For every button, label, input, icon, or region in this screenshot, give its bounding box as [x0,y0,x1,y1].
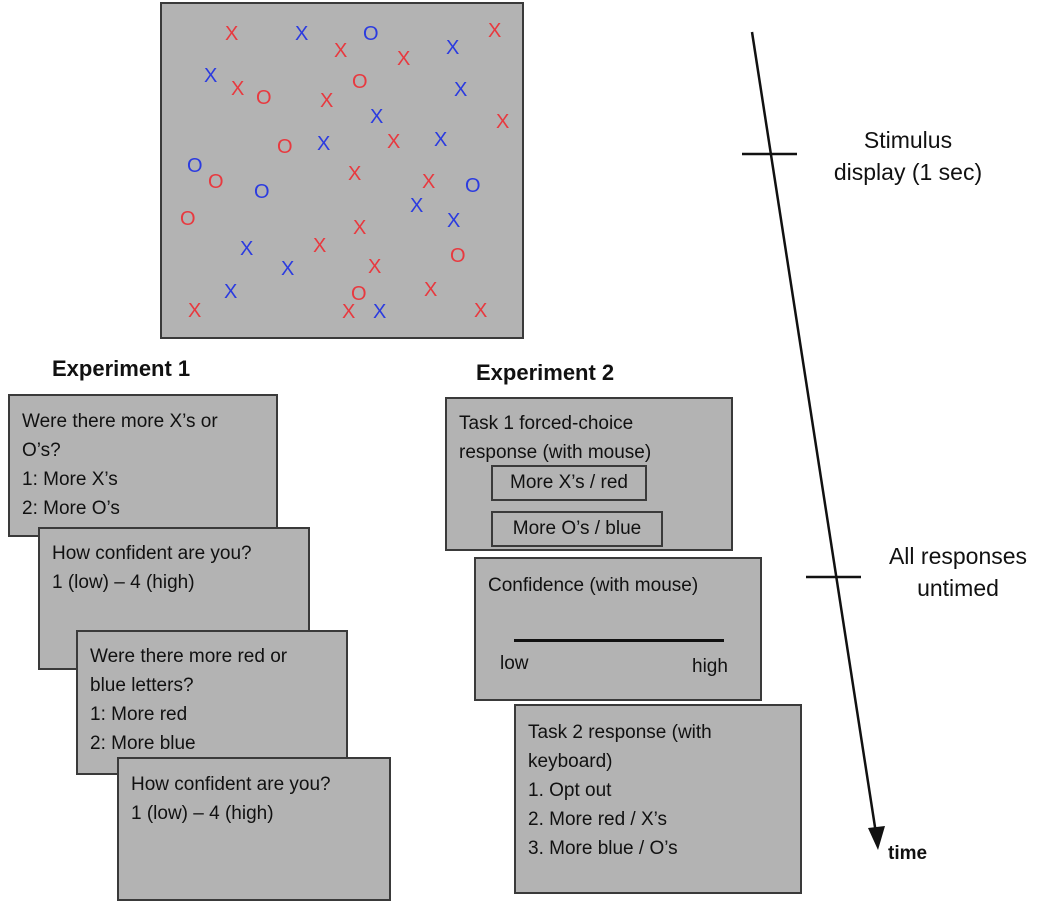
blue-x-letter: X [446,37,460,59]
exp1-screen-task1: Were there more X’s or O’s? 1: More X’s … [8,394,278,537]
time-axis-label: time [888,843,928,864]
exp1-task2-line: blue letters? [90,675,194,696]
red-x-letter: X [387,131,401,153]
confidence-high-label: high [692,656,728,677]
red-x-letter: X [397,48,411,70]
responses-label-line: All responses [888,543,1028,569]
blue-x-letter: X [224,281,238,303]
experiment-2-heading: Experiment 2 [476,360,615,385]
exp2-task1-line: Task 1 forced-choice [459,413,634,434]
exp1-confidence1-text: How confident are you? 1 (low) – 4 (high… [52,539,300,597]
red-x-letter: X [342,301,356,323]
blue-o-letter: O [187,155,203,177]
exp2-screen-task1: Task 1 forced-choice response (with mous… [445,397,733,551]
exp2-task1-text: Task 1 forced-choice response (with mous… [459,409,723,467]
red-x-letter: X [368,256,382,278]
exp2-screen-task2: Task 2 response (with keyboard) 1. Opt o… [514,704,802,894]
red-x-letter: X [474,300,488,322]
blue-x-letter: X [281,258,295,280]
exp1-confidence2-line: 1 (low) – 4 (high) [131,803,274,824]
red-x-letter: X [313,235,327,257]
red-o-letter: O [351,283,367,305]
red-x-letter: X [496,111,510,133]
red-o-letter: O [352,71,368,93]
exp1-confidence2-text: How confident are you? 1 (low) – 4 (high… [131,770,381,828]
red-x-letter: X [422,171,436,193]
red-o-letter: O [450,245,466,267]
blue-o-letter: O [465,175,481,197]
exp2-task2-option: 3. More blue / O’s [528,838,678,859]
exp1-screen-task2: Were there more red or blue letters? 1: … [76,630,348,775]
responses-label-line: untimed [917,575,999,601]
exp1-task1-option: 2: More O’s [22,498,120,519]
blue-x-letter: X [454,79,468,101]
exp2-screen-confidence: Confidence (with mouse) low high [474,557,762,701]
exp1-task1-line: O’s? [22,440,61,461]
red-x-letter: X [225,23,239,45]
blue-x-letter: X [447,210,461,232]
blue-x-letter: X [373,301,387,323]
red-x-letter: X [231,78,245,100]
blue-o-letter: O [254,181,270,203]
experiment-1-heading: Experiment 1 [52,356,191,381]
red-x-letter: X [188,300,202,322]
exp1-screen-task2-text: Were there more red or blue letters? 1: … [90,642,338,758]
blue-x-letter: X [370,106,384,128]
blue-x-letter: X [204,65,218,87]
red-x-letter: X [424,279,438,301]
red-o-letter: O [256,87,272,109]
blue-x-letter: X [410,195,424,217]
confidence-slider[interactable] [514,639,724,642]
stimulus-label-line: display (1 sec) [833,159,983,185]
stimulus-display-label: Stimulus display (1 sec) [808,124,1008,188]
more-o-blue-button[interactable]: More O’s / blue [491,511,663,547]
exp1-task1-option: 1: More X’s [22,469,118,490]
stimulus-label-line: Stimulus [863,127,953,153]
exp2-task2-line: Task 2 response (with [528,722,712,743]
exp2-task2-text: Task 2 response (with keyboard) 1. Opt o… [528,718,792,863]
exp1-confidence1-line: 1 (low) – 4 (high) [52,572,195,593]
exp2-task2-line: keyboard) [528,751,613,772]
red-x-letter: X [488,20,502,42]
exp1-task2-line: Were there more red or [90,646,288,667]
exp1-confidence1-line: How confident are you? [52,543,252,564]
red-o-letter: O [277,136,293,158]
red-o-letter: O [208,171,224,193]
all-responses-label: All responses untimed [866,540,1050,604]
timeline-axis-line [750,31,879,841]
red-x-letter: X [353,217,367,239]
blue-x-letter: X [317,133,331,155]
exp2-task1-line: response (with mouse) [459,442,652,463]
timeline-arrowhead-icon [868,826,885,850]
red-x-letter: X [320,90,334,112]
exp1-screen-confidence2: How confident are you? 1 (low) – 4 (high… [117,757,391,901]
exp1-confidence2-line: How confident are you? [131,774,331,795]
confidence-low-label: low [500,653,529,674]
exp2-task2-option: 2. More red / X’s [528,809,668,830]
blue-o-letter: O [363,23,379,45]
exp2-confidence-title: Confidence (with mouse) [488,575,699,596]
more-x-red-button[interactable]: More X’s / red [491,465,647,501]
red-x-letter: X [348,163,362,185]
blue-x-letter: X [240,238,254,260]
blue-x-letter: X [434,129,448,151]
exp1-task2-option: 1: More red [90,704,188,725]
exp1-task2-option: 2: More blue [90,733,196,754]
exp1-task1-line: Were there more X’s or [22,411,218,432]
red-x-letter: X [334,40,348,62]
exp2-task2-option: 1. Opt out [528,780,612,801]
blue-x-letter: X [295,23,309,45]
exp1-screen-task1-text: Were there more X’s or O’s? 1: More X’s … [22,407,268,523]
red-o-letter: O [180,208,196,230]
